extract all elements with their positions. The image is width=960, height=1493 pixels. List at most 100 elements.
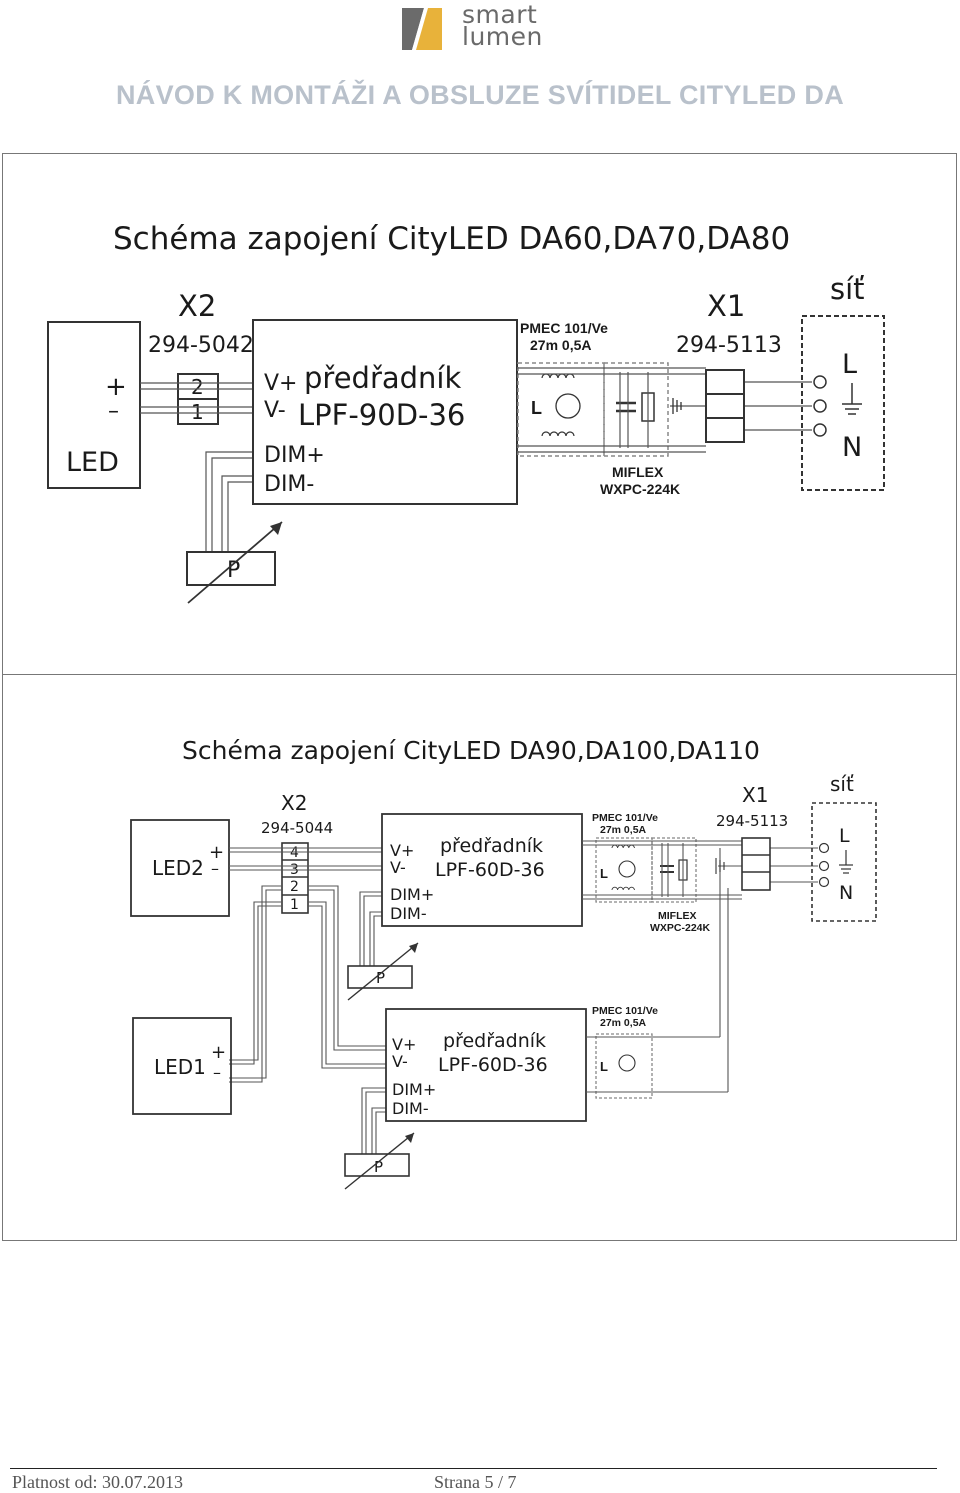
footer-page-number: Strana 5 / 7 bbox=[434, 1472, 517, 1492]
schema1-driver-dimplus: DIM+ bbox=[264, 443, 325, 468]
schema1-driver-vminus: V- bbox=[264, 398, 286, 423]
schema2-dc-wires bbox=[229, 847, 386, 1154]
schema1-miflex: MIFLEX WXPC-224K bbox=[600, 362, 680, 497]
schema2-led1-block: + – LED1 bbox=[132, 1017, 232, 1115]
schema2-mains-n: N bbox=[839, 882, 853, 904]
logo-mark-icon bbox=[402, 8, 442, 50]
schema1-driver: V+ V- předřadník LPF-90D-36 DIM+ DIM- bbox=[252, 319, 518, 505]
schema1-potentiometer: P bbox=[186, 521, 283, 604]
schema1-x2-pin-2: 2 bbox=[191, 375, 204, 399]
schema2-potentiometer-a: P bbox=[347, 942, 419, 1001]
schema1-led-plus: + bbox=[105, 372, 127, 402]
schema2-driver-b-dimminus: DIM- bbox=[392, 1099, 429, 1118]
schema2-pmec-b-coil: L bbox=[600, 1059, 608, 1074]
schema2-x1-name: X1 bbox=[742, 783, 768, 807]
schema2-pot-a-label: P bbox=[376, 969, 385, 987]
schema1-led-minus: – bbox=[108, 399, 119, 424]
footer-validity: Platnost od: 30.07.2013 bbox=[12, 1472, 184, 1492]
schema2-led2-label: LED2 bbox=[152, 856, 204, 880]
schema2-x2-pin-4: 4 bbox=[290, 845, 299, 861]
schema1-dc-wires bbox=[140, 382, 253, 552]
schema2-x2-pin-2: 2 bbox=[290, 879, 299, 895]
schema1-x1-code: 294-5113 bbox=[676, 333, 782, 358]
schema1-pot-label: P bbox=[227, 558, 240, 583]
schema2-led2-minus: – bbox=[211, 859, 219, 878]
page-title: NÁVOD K MONTÁŽI A OBSLUZE SVÍTIDEL CITYL… bbox=[115, 80, 844, 110]
schema2-led2-block: + – LED2 bbox=[130, 819, 230, 917]
schema1-x2-pin-1: 1 bbox=[191, 400, 204, 424]
schema1-earth-icon bbox=[842, 383, 862, 415]
schema1-title: Schéma zapojení CityLED DA60,DA70,DA80 bbox=[113, 221, 790, 257]
schema1-led-label: LED bbox=[66, 447, 119, 478]
schema2-driver-b: V+ V- předřadník LPF-60D-36 DIM+ DIM- bbox=[385, 1008, 587, 1122]
schema2-driver-a-vminus: V- bbox=[390, 858, 406, 877]
schema2-driver-b-dimplus: DIM+ bbox=[392, 1080, 436, 1099]
schema1-ground-icon bbox=[672, 398, 682, 414]
schema2-driver-a-model: LPF-60D-36 bbox=[435, 859, 545, 881]
schema2-x2-pin-1: 1 bbox=[290, 897, 299, 913]
schema2-ac-wires bbox=[582, 840, 818, 1093]
schema1-mains-l: L bbox=[842, 349, 857, 380]
schema2-title: Schéma zapojení CityLED DA90,DA100,DA110 bbox=[182, 736, 760, 765]
schema1-mains: síť L N bbox=[801, 272, 885, 491]
schema1-ac-wires bbox=[517, 367, 812, 453]
schema2-pmec-a-coil: L bbox=[600, 866, 608, 881]
schema1-miflex-line1: MIFLEX bbox=[612, 464, 664, 480]
schema1-pmec-filter: PMEC 101/Ve 27m 0,5A L bbox=[517, 320, 608, 457]
schema2-driver-a-dimminus: DIM- bbox=[390, 904, 427, 923]
footer-divider bbox=[10, 1468, 937, 1469]
schema2-ground-icon bbox=[715, 858, 725, 874]
schema1-driver-name: předřadník bbox=[304, 361, 461, 395]
schema1-led-block: + – LED bbox=[47, 321, 141, 489]
wiring-diagrams: Schéma zapojení CityLED DA60,DA70,DA80 +… bbox=[47, 221, 885, 1190]
schema2-x2-name: X2 bbox=[281, 791, 307, 815]
schema2-x1-terminal: X1 294-5113 bbox=[716, 783, 788, 891]
schema2-pmec-b-line2: 27m 0,5A bbox=[600, 1017, 647, 1029]
schema2-pmec-a-line1: PMEC 101/Ve bbox=[592, 812, 658, 824]
schema2-pmec-b: PMEC 101/Ve 27m 0,5A L bbox=[592, 1005, 658, 1099]
schema1-x1-name: X1 bbox=[707, 289, 745, 323]
schema2-driver-b-vplus: V+ bbox=[392, 1035, 416, 1054]
schema2-driver-a-dimplus: DIM+ bbox=[390, 885, 434, 904]
schema1-miflex-line2: WXPC-224K bbox=[600, 481, 680, 497]
schema2-miflex-line1: MIFLEX bbox=[658, 910, 697, 922]
logo-line-2: lumen bbox=[462, 22, 543, 51]
schema1-pmec-line2: 27m 0,5A bbox=[530, 337, 591, 353]
schema2-earth-icon bbox=[839, 850, 853, 874]
schema2-led1-minus: – bbox=[213, 1063, 221, 1082]
schema2-driver-b-name: předřadník bbox=[443, 1030, 546, 1052]
schema2-driver-b-vminus: V- bbox=[392, 1052, 408, 1071]
logo-wordmark: smart lumen bbox=[462, 0, 543, 51]
schema2-pmec-a: PMEC 101/Ve 27m 0,5A L bbox=[592, 812, 658, 903]
schema1-driver-vplus: V+ bbox=[264, 371, 297, 396]
schema2-driver-b-model: LPF-60D-36 bbox=[438, 1054, 548, 1076]
schema1-x1-terminal: X1 294-5113 bbox=[676, 289, 782, 443]
schema1-pmec-coil: L bbox=[531, 398, 542, 418]
schema1-x2-code: 294-5042 bbox=[148, 333, 254, 358]
schema2-miflex: MIFLEX WXPC-224K bbox=[650, 837, 711, 934]
schema2-pmec-b-line1: PMEC 101/Ve bbox=[592, 1005, 658, 1017]
schema2-led1-label: LED1 bbox=[154, 1055, 206, 1079]
schema2-driver-a-vplus: V+ bbox=[390, 841, 414, 860]
schema2-pot-b-label: P bbox=[374, 1158, 383, 1176]
schema2-miflex-line2: WXPC-224K bbox=[650, 922, 711, 934]
schema1-driver-model: LPF-90D-36 bbox=[298, 398, 465, 432]
company-logo: smart lumen bbox=[402, 0, 572, 54]
schema2-led2-plus: + bbox=[209, 842, 224, 863]
schema1-mains-n: N bbox=[842, 432, 862, 463]
schema2-led1-plus: + bbox=[211, 1042, 226, 1063]
schema2-driver-a-name: předřadník bbox=[440, 835, 543, 857]
schema2-mains-l: L bbox=[839, 825, 850, 847]
schema2-x2-code: 294-5044 bbox=[261, 819, 333, 837]
schema2-x1-code: 294-5113 bbox=[716, 812, 788, 830]
schema1-x2-terminal: X2 294-5042 2 1 bbox=[148, 289, 254, 425]
schema2-mains: síť L N bbox=[811, 772, 877, 922]
schema2-potentiometer-b: P bbox=[344, 1132, 415, 1190]
schema-frame-bottom bbox=[2, 674, 957, 1241]
schema2-driver-a: V+ V- předřadník LPF-60D-36 DIM+ DIM- bbox=[381, 813, 583, 927]
logo-line-1: smart bbox=[462, 0, 538, 29]
schema1-mains-title: síť bbox=[830, 272, 865, 306]
schema1-driver-dimminus: DIM- bbox=[264, 472, 314, 497]
schema1-pmec-line1: PMEC 101/Ve bbox=[520, 320, 608, 336]
schema2-pmec-a-line2: 27m 0,5A bbox=[600, 824, 647, 836]
